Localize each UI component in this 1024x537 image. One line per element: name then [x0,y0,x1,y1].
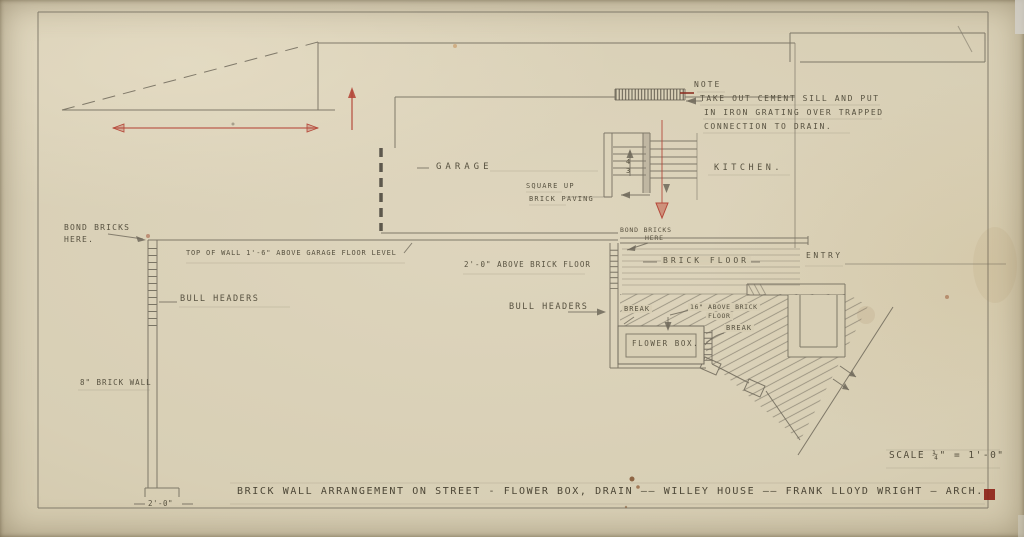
wall-foot-dimension: 2'-0" [148,499,174,508]
paper-edge-notch-bottom [1018,515,1024,537]
title-block-red-seal [984,489,995,500]
sheet-border [37,11,989,509]
bond-bricks-note-line-1: BOND BRICKS [64,223,131,232]
sixteen-above-note-line-2: FLOOR [706,312,733,320]
bull-header-rungs-entry [610,247,618,289]
room-label-garage: GARAGE [436,162,493,172]
red-pencil-marks [111,87,995,500]
lettering-guidelines [78,91,1000,469]
terrace-pier [787,295,846,358]
title-block-text: BRICK WALL ARRANGEMENT ON STREET - FLOWE… [237,486,984,497]
note-line-1: TAKE OUT CEMENT SILL AND PUT [700,94,880,103]
room-label-kitchen: KITCHEN. [714,163,783,173]
paper-stains [146,44,1017,509]
bond-bricks-note-line-2: HERE. [64,235,95,244]
room-label-entry: ENTRY [806,251,843,260]
break-note-upper: BREAK [622,305,653,313]
flower-box-plan [617,325,713,365]
break-note-lower: BREAK [724,324,755,332]
flower-box-label: FLOWER BOX. [632,339,700,348]
bond-bricks-entry-line-1: BOND BRICKS [620,226,672,234]
stair-riser-count-top: 4 [626,158,631,166]
square-up-note-line-2: BRICK PAVING [529,195,594,203]
scale-note: SCALE ¼" = 1'-0" [889,450,1005,461]
brick-wall-note: 8" BRICK WALL [80,378,152,387]
plan-walls [61,25,1006,505]
top-of-wall-note: TOP OF WALL 1'-6" ABOVE GARAGE FLOOR LEV… [186,249,397,257]
note-heading: NOTE [694,80,722,89]
note-line-3: CONNECTION TO DRAIN. [704,122,833,131]
arrowheads [136,97,856,390]
bond-bricks-entry-line-2: HERE [645,234,664,242]
square-up-note-line-1: SQUARE UP [526,182,575,190]
brick-floor-stripes [622,248,800,286]
stair-wall-fill [643,133,650,193]
bull-header-rungs-left [148,245,157,331]
above-brick-floor-note: 2'-0" ABOVE BRICK FLOOR [464,260,591,269]
bull-headers-note-left: BULL HEADERS [180,294,260,304]
stair-riser-count-bottom: 3 [626,167,631,175]
bull-headers-note-mid: BULL HEADERS [509,302,589,312]
iron-grating [615,89,685,100]
sixteen-above-note-line-1: 16" ABOVE BRICK [688,303,760,311]
paper-edge-notch [1015,0,1024,34]
brick-floor-label: BRICK FLOOR [661,256,751,265]
note-line-2: IN IRON GRATING OVER TRAPPED [704,108,884,117]
